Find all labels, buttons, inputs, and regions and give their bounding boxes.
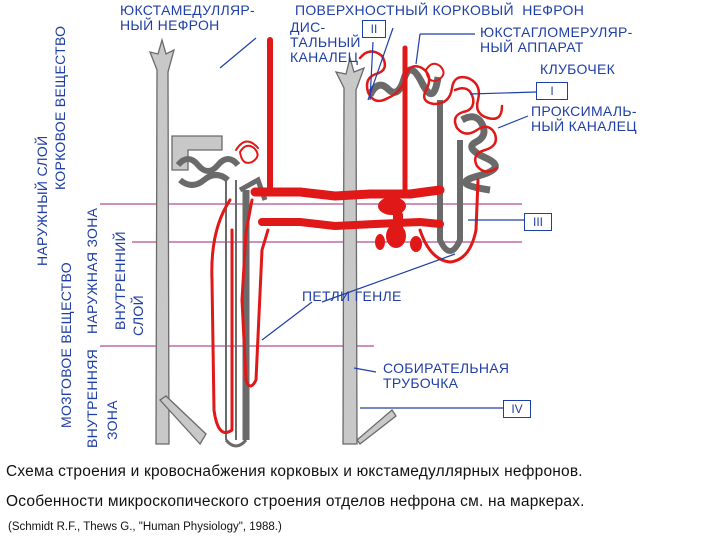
glomerulus-right [425, 62, 445, 82]
vein-confluence [375, 197, 422, 252]
marker-iv: IV [503, 400, 531, 418]
leader-superficial [367, 27, 394, 101]
leader-collecting [353, 367, 377, 373]
zone-label-inner-zone: ВНУТРЕННЯЯ [84, 348, 100, 448]
collecting-ducts [148, 37, 397, 446]
nephron-diagram [100, 27, 537, 448]
vas-rectum-ascending [240, 198, 270, 388]
caption-source: (Schmidt R.F., Thews G., "Human Physiolo… [8, 521, 282, 533]
jm-descending-limb [225, 180, 237, 440]
leader-henle [261, 301, 313, 341]
label-juxtamedullary-nephron: ЮКСТАМЕДУЛЛЯР- НЫЙ НЕФРОН [120, 2, 255, 33]
zone-label-outer-layer: НАРУЖНЫЙ СЛОЙ [34, 135, 50, 266]
label-superficial-nephron: ПОВЕРХНОСТНЫЙ КОРКОВЫЙ НЕФРОН [295, 2, 585, 18]
label-proximal-tubule: ПРОКСИМАЛЬ- НЫЙ КАНАЛЕЦ [531, 103, 637, 134]
arcuate-vein [258, 218, 444, 230]
label-distal-tubule: ДИС- ТАЛЬНЫЙ КАНАЛЕЦ [290, 19, 361, 65]
vas-recta-right [418, 178, 480, 264]
marker-ii: II [362, 20, 386, 38]
zone-label-inner-layer: ВНУТРЕННИЙ [112, 231, 128, 330]
vein-node-3 [410, 236, 422, 252]
collecting-duct-left [148, 37, 176, 445]
juxtamedullary-tubule [171, 135, 268, 448]
arcuate-artery [250, 185, 445, 201]
glomerulus-left [235, 140, 259, 164]
leader-jga-down [415, 33, 421, 65]
vas-rectum-descending [210, 198, 234, 434]
superficial-proximal-coil [460, 113, 499, 194]
efferent-coil-right [453, 87, 499, 173]
vein-node-2 [386, 224, 406, 248]
leader-lines [219, 27, 537, 409]
label-loops-of-henle: ПЕТЛИ ГЕНЛЕ [302, 288, 402, 304]
blood-vessels [210, 37, 504, 434]
leader-jm [219, 37, 257, 69]
vein-node-4 [375, 234, 385, 250]
caption-line-1: Схема строения и кровоснабжения корковых… [6, 463, 583, 480]
marker-iii: III [524, 213, 552, 231]
label-collecting-duct: СОБИРАТЕЛЬНАЯ ТРУБОЧКА [383, 360, 510, 391]
zone-label-outer-zone: НАРУЖНАЯ ЗОНА [84, 207, 100, 334]
superficial-loop [437, 100, 463, 254]
jm-loop-tip [224, 438, 248, 448]
zone-label-inner-zone-2: ЗОНА [104, 400, 120, 440]
label-glomerulus: КЛУБОЧЕК [540, 61, 616, 77]
zone-label-medulla: МОЗГОВОЕ ВЕЩЕСТВО [58, 262, 74, 428]
collecting-duct-middle [334, 55, 366, 445]
marker-i: I [536, 82, 568, 100]
caption-line-2: Особенности микроскопического строения о… [6, 493, 585, 510]
leader-glomerulus [469, 91, 537, 95]
collecting-duct-branch-left [159, 395, 207, 446]
zone-label-cortex: КОРКОВОЕ ВЕЩЕСТВО [52, 25, 68, 190]
leader-marker-ii [369, 41, 374, 101]
leader-proximal [497, 115, 529, 129]
collecting-duct-branch-right [356, 409, 397, 445]
jm-convoluted-segment [175, 156, 241, 188]
zone-label-inner-layer-2: СЛОЙ [130, 295, 146, 336]
vein-node-1 [378, 197, 406, 215]
label-jga: ЮКСТАГЛОМЕРУЛЯР- НЫЙ АППАРАТ [480, 24, 633, 55]
leader-henle-2 [321, 253, 456, 303]
